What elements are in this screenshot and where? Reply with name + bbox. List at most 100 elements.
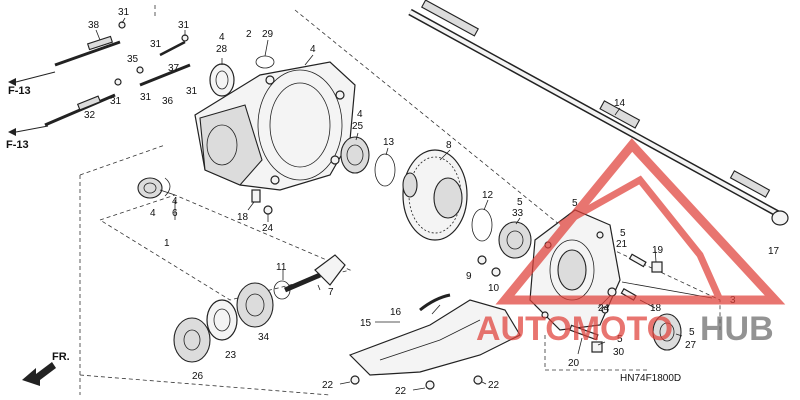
bolt-22a <box>350 375 360 385</box>
callout-15: 15 <box>360 318 372 329</box>
bearing-6 <box>137 177 163 199</box>
callout-11: 11 <box>276 262 287 273</box>
arrow-left-icon <box>8 78 16 86</box>
bolt-20 <box>569 324 599 341</box>
callout-32: 32 <box>84 110 96 121</box>
callout-28: 28 <box>216 44 228 55</box>
frame-line-bolts <box>544 335 650 371</box>
callout-4c: 4 <box>357 109 363 120</box>
watermark-triangle-icon <box>495 138 786 305</box>
seal-17 <box>771 210 789 226</box>
f13-reference-bottom: F-13 <box>6 125 49 151</box>
bearing-25 <box>340 136 370 174</box>
housing-bore <box>257 69 343 181</box>
callout-17: 17 <box>768 246 780 257</box>
callout-31f: 31 <box>186 86 198 97</box>
callout-5b: 5 <box>572 198 578 209</box>
callout-5d: 5 <box>689 327 695 338</box>
callout-25: 25 <box>352 121 364 132</box>
clip-35 <box>136 66 144 74</box>
seal-27 <box>652 313 682 351</box>
callout-35: 35 <box>127 54 139 65</box>
callout-23: 23 <box>225 350 237 361</box>
callout-31c: 31 <box>150 39 162 50</box>
callout-31b: 31 <box>178 20 190 31</box>
shim-13 <box>374 153 396 187</box>
callout-36: 36 <box>162 96 174 107</box>
callout-4e: 4 <box>172 196 178 207</box>
f13-label-bottom: F-13 <box>6 139 29 151</box>
callout-26: 26 <box>192 371 204 382</box>
callout-14: 14 <box>614 98 626 109</box>
callout-30: 30 <box>613 347 625 358</box>
callout-10: 10 <box>488 283 500 294</box>
callout-31d: 31 <box>140 92 152 103</box>
final-gear-housing <box>194 61 356 191</box>
shim-11 <box>273 280 291 300</box>
callout-33: 33 <box>512 208 524 219</box>
callout-4b: 4 <box>310 44 316 55</box>
watermark-brand-right: HUB <box>700 310 774 348</box>
pinion-gear-7 <box>284 254 346 293</box>
watermark-logo: AUTOMOTO HUB <box>476 138 786 348</box>
callout-29: 29 <box>262 29 274 40</box>
callout-24a: 24 <box>262 223 274 234</box>
clip-31e <box>114 78 122 86</box>
shim-12 <box>471 208 493 242</box>
axle-shaft-14 <box>408 0 782 219</box>
frame-line-top-diagonal <box>294 9 561 226</box>
washer-24b <box>607 287 617 297</box>
watermark-brand-left: AUTOMOTO <box>476 310 673 348</box>
bearing-33 <box>498 221 532 259</box>
frame-line-housing-left <box>79 144 166 176</box>
washer-9 <box>477 255 487 265</box>
callout-13: 13 <box>383 137 395 148</box>
callout-4a: 4 <box>219 32 225 43</box>
callout-18a: 18 <box>237 212 249 223</box>
callout-38: 38 <box>88 20 100 31</box>
callout-6: 6 <box>172 208 178 219</box>
bearing-34 <box>236 282 274 328</box>
callout-8: 8 <box>446 140 452 151</box>
callout-4d: 4 <box>150 208 156 219</box>
callout-37: 37 <box>168 63 180 74</box>
flange-26 <box>173 317 211 363</box>
cable-16 <box>419 293 451 312</box>
callout-21: 21 <box>616 239 628 250</box>
nut-19 <box>651 261 663 273</box>
callout-18b: 18 <box>650 303 662 314</box>
stud-21 <box>628 253 647 268</box>
washer-24a <box>263 205 273 215</box>
callout-19: 19 <box>652 245 664 256</box>
callout-9: 9 <box>466 271 472 282</box>
frame-line-pinion-group <box>99 194 352 301</box>
skid-plate-15 <box>348 299 521 376</box>
front-direction-indicator: FR. <box>22 351 70 386</box>
callout-22b: 22 <box>395 386 407 397</box>
frame-line-bottom <box>79 374 331 396</box>
bolt-30 <box>591 341 603 353</box>
callout-5a: 5 <box>517 197 523 208</box>
front-label: FR. <box>52 351 70 363</box>
bolt-22c <box>473 375 483 385</box>
f13-reference-top: F-13 <box>8 71 56 97</box>
oil-seal-28 <box>209 63 235 97</box>
leader-lines <box>95 17 713 391</box>
front-arrow-icon <box>22 362 56 386</box>
rod-38-sleeve <box>86 35 114 51</box>
bolt-18a <box>251 189 261 203</box>
callout-27: 27 <box>685 340 697 351</box>
callout-2: 2 <box>246 29 252 40</box>
callout-20: 20 <box>568 358 580 369</box>
callout-31e: 31 <box>110 96 122 107</box>
diagram-code: HN74F1800D <box>620 373 681 384</box>
callout-31a: 31 <box>118 7 130 18</box>
callout-7: 7 <box>328 287 334 298</box>
clip-31a <box>118 21 126 29</box>
rod-36 <box>139 63 191 87</box>
rod-38 <box>54 40 121 67</box>
bolt-10 <box>491 267 501 277</box>
o-ring-29 <box>255 55 275 69</box>
